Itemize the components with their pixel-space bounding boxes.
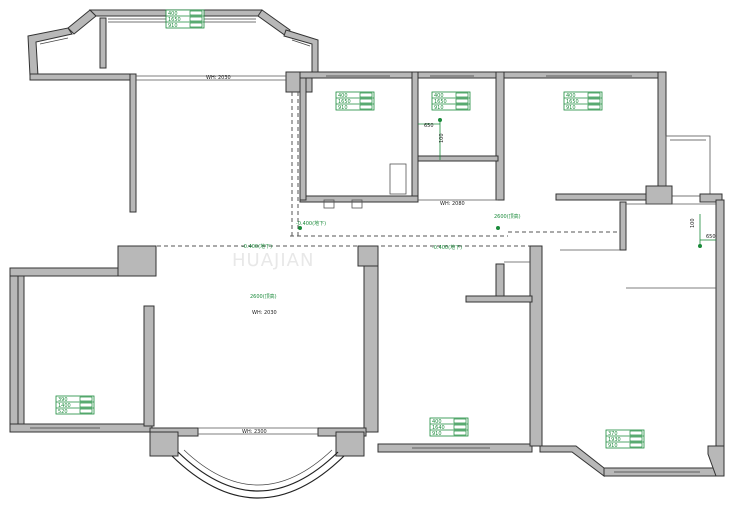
balcony-wall-left: [27, 27, 73, 77]
wall-room3-bottom: [555, 193, 659, 201]
svg-text:400: 400: [168, 11, 178, 17]
svg-text:400: 400: [566, 93, 576, 99]
appliance-2: [351, 199, 363, 209]
svg-text:400: 400: [434, 93, 444, 99]
svg-text:1400: 1400: [58, 403, 71, 409]
wall-right-bay-right: [707, 445, 725, 477]
center-height-label: 2600(顶高): [250, 293, 277, 300]
appliance-1: [323, 199, 335, 209]
wall-left-top: [9, 267, 121, 277]
level-label-1: -0.400(地下): [296, 220, 326, 227]
svg-text:1650: 1650: [566, 99, 579, 105]
wall-closet-bottom: [465, 295, 533, 303]
wall-room2-bottom: [417, 155, 499, 162]
svg-text:910: 910: [566, 105, 576, 111]
svg-text:100: 100: [439, 133, 445, 143]
tag-room-top3: 400 1650 910: [563, 91, 603, 111]
tag-room-top1: 400 1650 910: [335, 91, 375, 111]
wall-room1-left: [299, 77, 307, 201]
wall-mid-right: [529, 245, 543, 447]
right-balcony: [665, 135, 711, 197]
tag-room-left: 390 1400 520: [55, 395, 95, 415]
svg-text:910: 910: [338, 105, 348, 111]
top-balcony: [27, 9, 319, 79]
level-label-3: -0.400(地下): [432, 244, 462, 251]
level-label-4: 2600(顶高): [494, 213, 521, 220]
tag-room-top2: 400 1650 910: [431, 91, 471, 111]
svg-text:1930: 1930: [608, 437, 621, 443]
wall-left-room-right: [143, 305, 155, 427]
svg-text:650: 650: [424, 123, 434, 129]
wall-center-right: [363, 265, 379, 433]
svg-text:400: 400: [338, 93, 348, 99]
svg-text:650: 650: [706, 234, 716, 240]
level-label-2: -0.400(地下): [242, 243, 272, 250]
svg-text:1650: 1650: [434, 99, 447, 105]
column-left: [117, 245, 157, 277]
wall-top-left: [29, 73, 131, 81]
balcony-wall-right: [283, 29, 319, 79]
wall-right-bay-left: [539, 445, 605, 477]
svg-text:390: 390: [58, 397, 68, 403]
svg-text:100: 100: [690, 218, 696, 228]
bay-wall-left: [149, 431, 179, 457]
column-center: [357, 245, 379, 267]
svg-text:1640: 1640: [432, 425, 445, 431]
svg-text:1650: 1650: [168, 17, 181, 23]
wh-top-label: WH: 2030: [206, 75, 231, 81]
svg-text:1650: 1650: [338, 99, 351, 105]
tag-room-right: 370 1930 910: [605, 429, 645, 449]
wall-stub-vertical: [129, 73, 137, 213]
wall-left-outer: [9, 275, 19, 427]
wall-room-top2: [417, 71, 501, 79]
dim-marker-a: 650 100: [418, 118, 445, 160]
wall-room-top3: [503, 71, 667, 79]
balcony-pillar: [99, 17, 107, 69]
bay-arc-inner: [177, 451, 339, 492]
kitchen-counter: [389, 163, 407, 195]
balcony-wall-diag-left: [67, 9, 97, 35]
wall-room1-bottom: [299, 195, 419, 203]
wall-right-top: [699, 193, 723, 203]
watermark-text: HUAJIAN: [232, 250, 314, 271]
tag-balcony-top: 400 1650 910: [165, 9, 205, 29]
svg-text:370: 370: [608, 431, 618, 437]
wall-closet-left: [495, 263, 505, 301]
svg-text:520: 520: [58, 409, 68, 415]
wall-small-room-left: [619, 201, 627, 251]
svg-text:400: 400: [432, 419, 442, 425]
dim-marker-b: 650 100: [690, 214, 716, 248]
svg-text:910: 910: [434, 105, 444, 111]
svg-text:910: 910: [608, 443, 618, 449]
svg-text:910: 910: [168, 23, 178, 29]
tag-room-mid: 400 1640 910: [429, 417, 469, 437]
bay-wall-right: [335, 431, 365, 457]
bay-arc-outer: [171, 455, 345, 499]
wall-room-div1: [411, 71, 419, 203]
wall-right-upper: [657, 71, 667, 203]
column-right: [645, 185, 673, 205]
wh-bottom-label: WH: 2300: [242, 429, 267, 435]
wall-far-right: [715, 199, 725, 451]
wh-right-label: WH: 2080: [440, 201, 465, 207]
wall-room-top1: [299, 71, 413, 79]
wall-room-div2: [495, 71, 505, 201]
wall-left-inner: [17, 275, 25, 427]
wh-center-label: WH: 2030: [252, 310, 277, 316]
svg-text:910: 910: [432, 431, 442, 437]
